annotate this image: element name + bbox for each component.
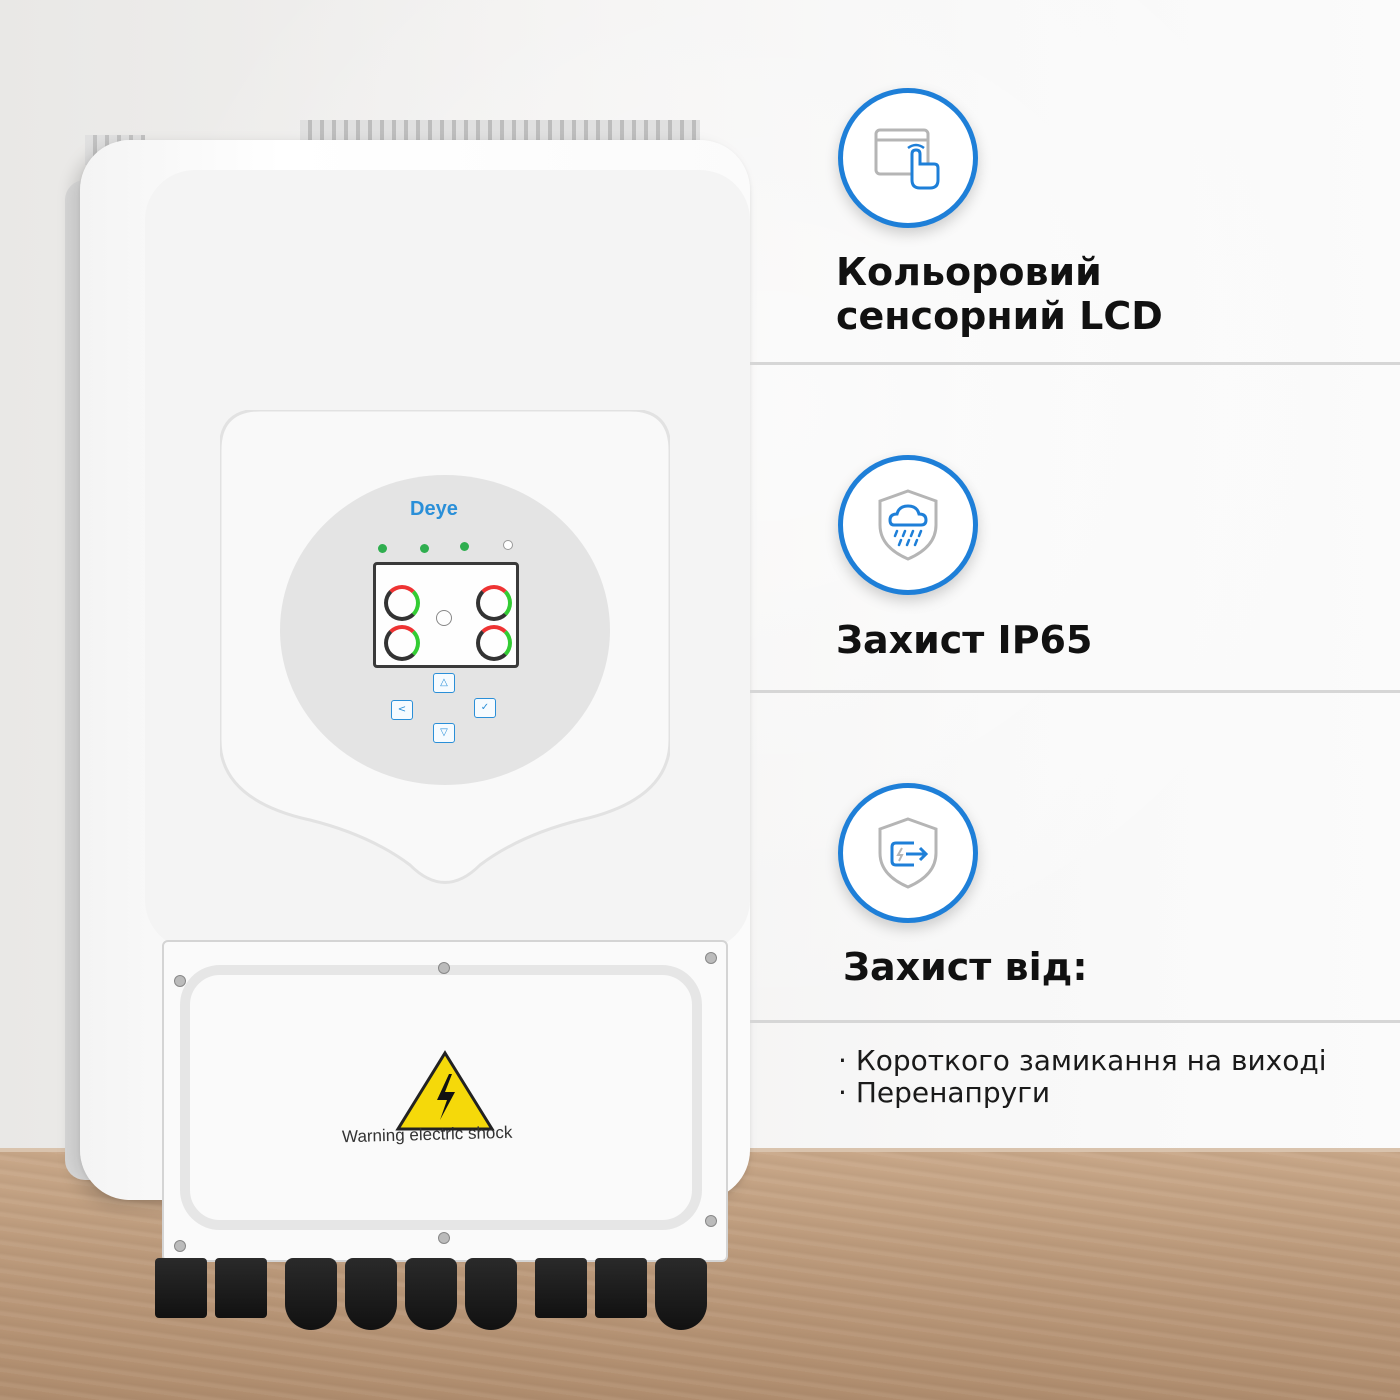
grid-gauge-icon	[476, 585, 512, 621]
list-item: Короткого замикання на виході	[838, 1045, 1327, 1077]
divider	[750, 690, 1400, 693]
up-key: △	[433, 673, 455, 693]
enter-key: ✓	[474, 698, 496, 718]
pv-gauge-icon	[384, 585, 420, 621]
load-gauge-icon	[476, 625, 512, 661]
normal-led	[460, 542, 469, 551]
lcd-screen	[373, 562, 519, 668]
rain-shield-icon	[838, 455, 978, 595]
inverter-product-image: Deye △ < ✓ ▽ Warning electric shock	[60, 120, 760, 1340]
output-protection-shield-icon	[838, 783, 978, 923]
inverter-center-icon	[436, 610, 452, 626]
divider	[750, 362, 1400, 365]
electric-shock-warning-icon	[395, 1050, 495, 1131]
cable-glands	[155, 1258, 715, 1338]
brand-logo: Deye	[410, 498, 458, 520]
esc-key: <	[391, 700, 413, 720]
alarm-led	[503, 540, 513, 550]
feature-title-protection: Захист від:	[843, 945, 1088, 989]
dc-led	[378, 544, 387, 553]
battery-gauge-icon	[384, 625, 420, 661]
feature-title-ip65: Захист IP65	[836, 618, 1093, 662]
ac-led	[420, 544, 429, 553]
touch-screen-icon	[838, 88, 978, 228]
feature-title-lcd: Кольоровий сенсорний LCD	[836, 250, 1163, 338]
protection-list: Короткого замикання на виході Перенапруг…	[838, 1045, 1327, 1109]
list-item: Перенапруги	[838, 1077, 1327, 1109]
down-key: ▽	[433, 723, 455, 743]
divider	[750, 1020, 1400, 1023]
